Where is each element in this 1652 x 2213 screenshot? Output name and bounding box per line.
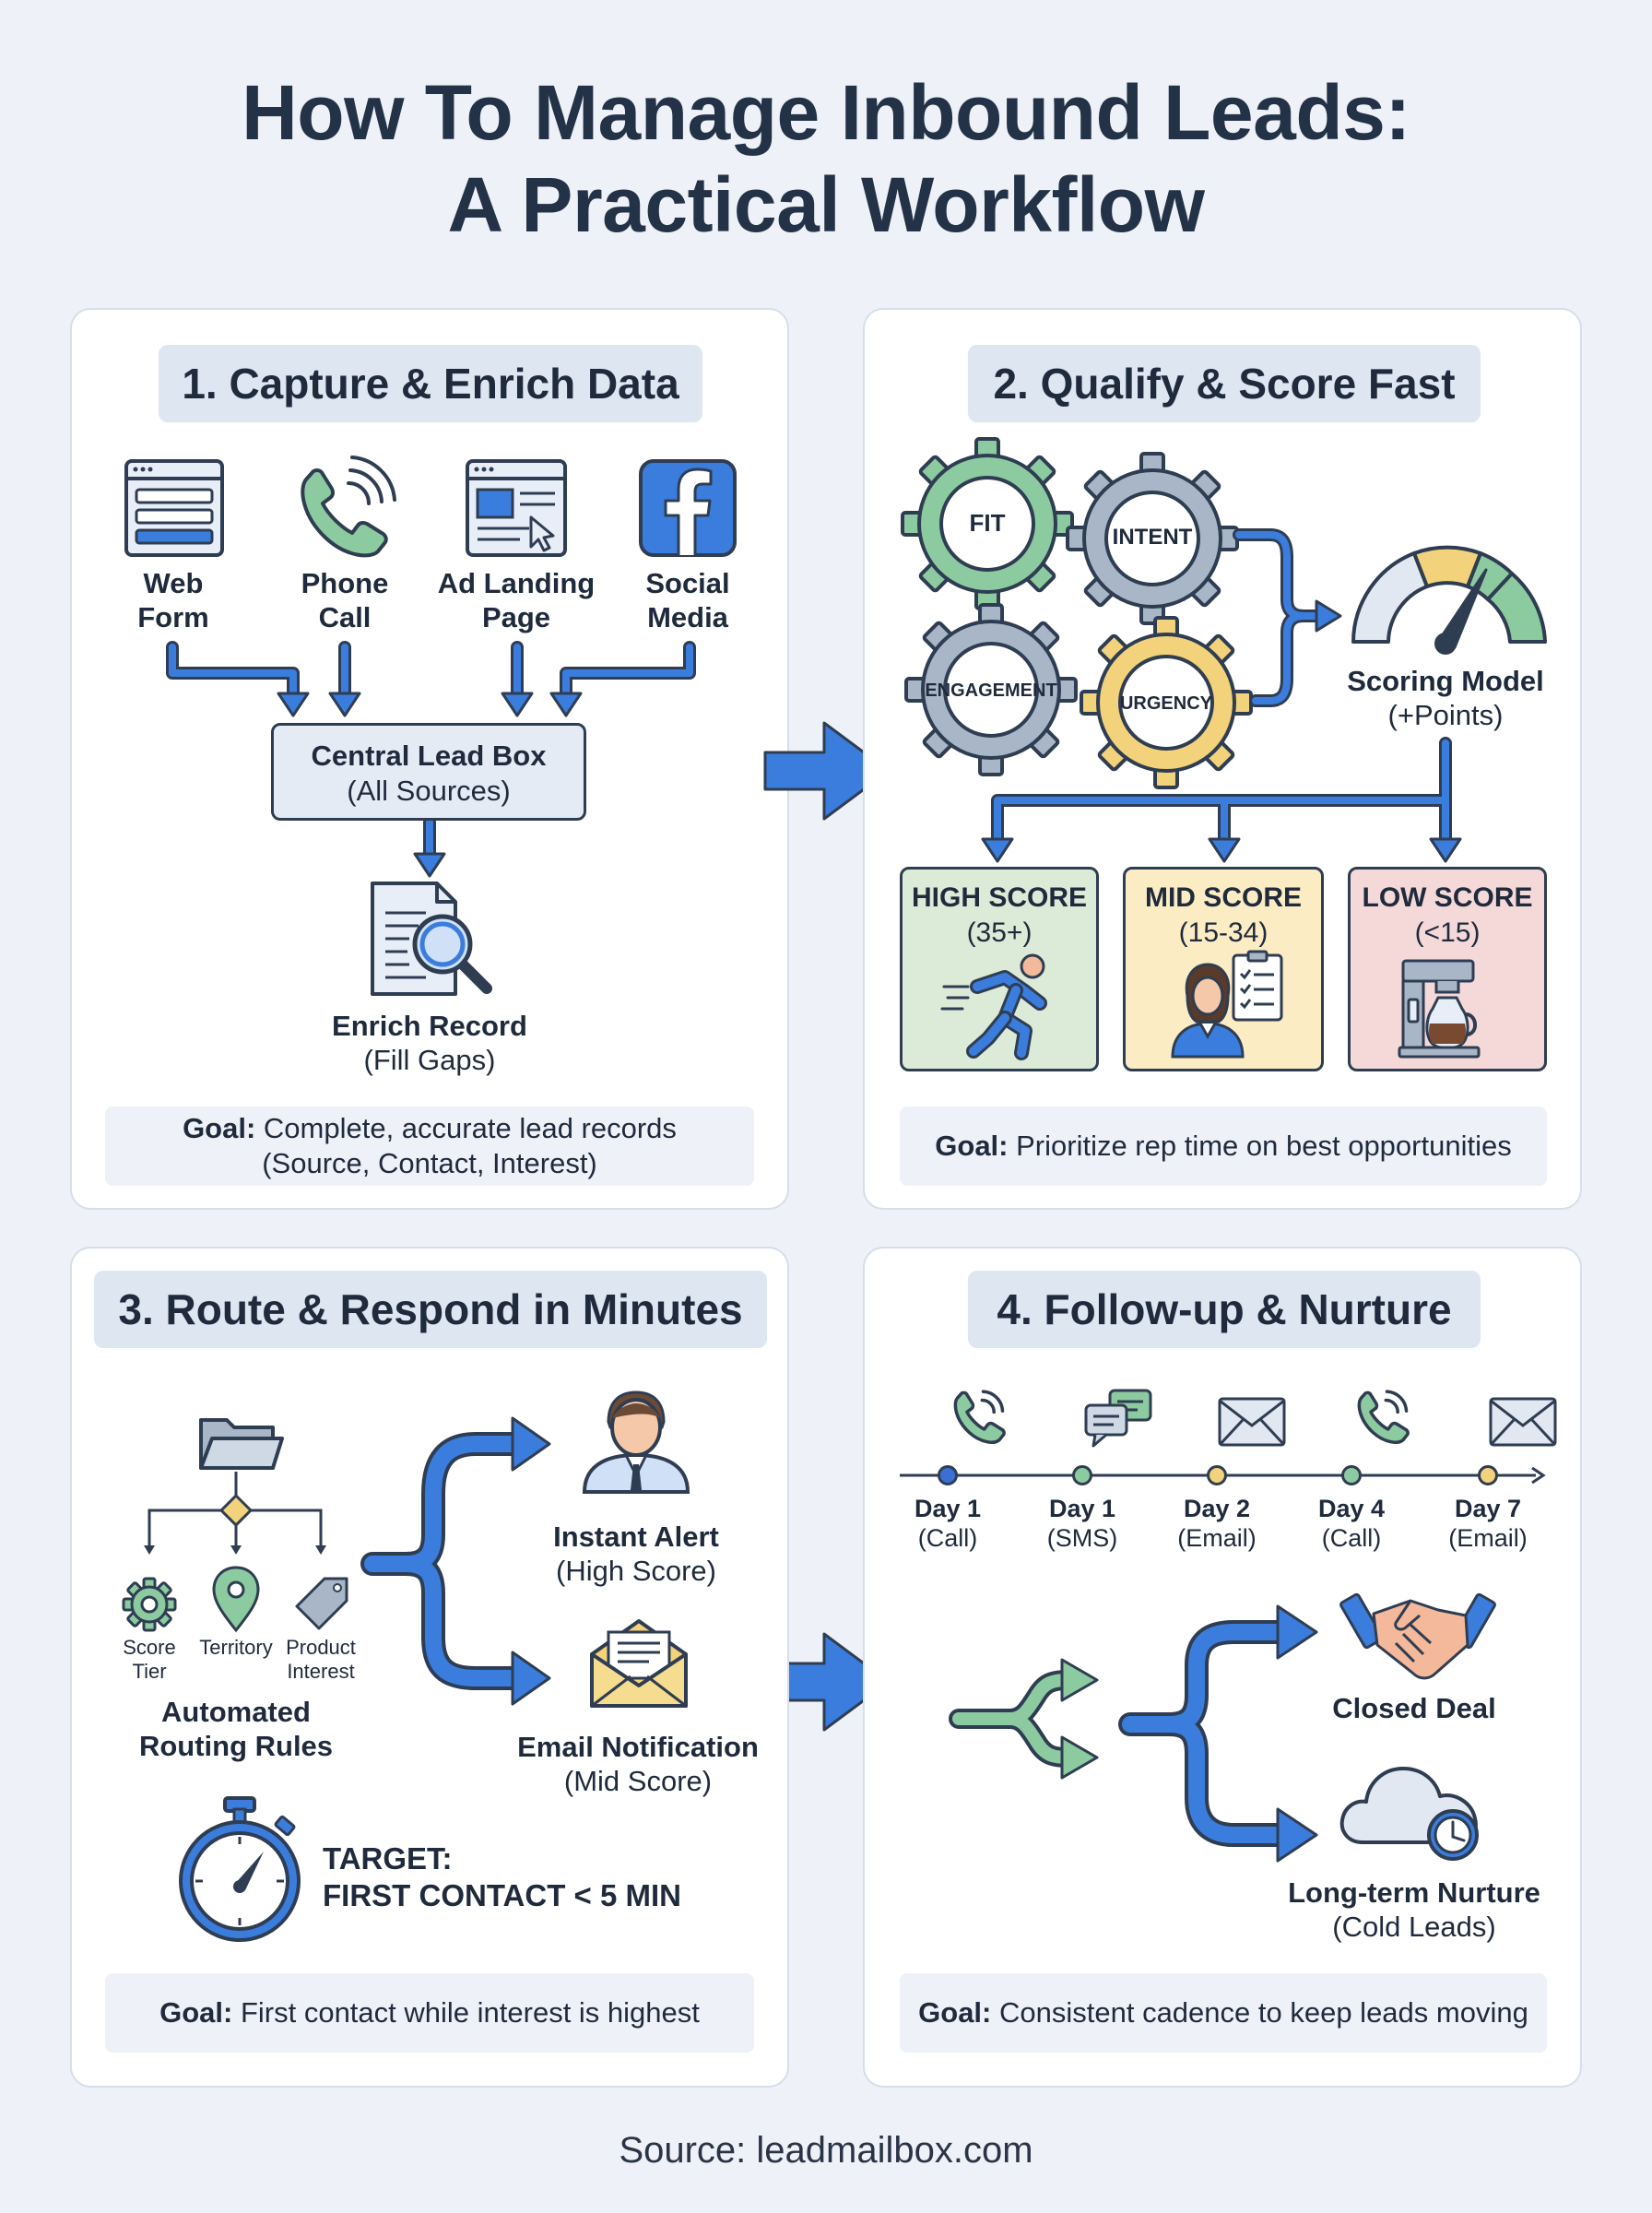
gear-label-engagement: ENGAGEMENT [925,680,1057,701]
goal-label: Goal: [935,1130,1009,1162]
timeline-dot [1072,1465,1092,1485]
coffee-maker-icon [1398,959,1481,1059]
timeline-type: (Call) [1321,1524,1382,1552]
timeline-day: Day 2 [1183,1495,1251,1522]
panel-4-title: 4. Follow-up & Nurture [968,1271,1481,1348]
goal-label: Goal: [159,1996,233,2029]
enrich-record-label: Enrich Record(Fill Gaps) [332,1010,527,1076]
timeline-label: Day 7(Email) [1423,1494,1552,1553]
split-arrow-icon [949,1658,1099,1780]
page-title: How To Manage Inbound Leads: A Practical… [0,66,1652,251]
source-credit: Source: leadmailbox.com [619,2130,1033,2171]
timeline-dot [1341,1465,1362,1485]
score-high-box: HIGH SCORE(35+) [900,867,1099,1071]
map-pin-icon [212,1566,260,1633]
closed-deal-label: Closed Deal [1332,1692,1496,1724]
panel-3-goal: Goal: First contact while interest is hi… [105,1973,754,2053]
timeline-day: Day 4 [1317,1495,1386,1522]
central-lead-box-title: Central Lead Box [311,740,547,772]
gear-engagement [904,603,1078,776]
long-term-nurture-label: Long-term Nurture(Cold Leads) [1288,1876,1540,1943]
person-avatar-icon [582,1391,690,1494]
gear-label-intent: INTENT [1112,525,1193,550]
timeline-dot [938,1465,958,1485]
timeline-dot [1478,1465,1498,1485]
timeline-label: Day 2(Email) [1152,1494,1281,1553]
target-first-contact: TARGET: FIRST CONTACT < 5 MIN [323,1841,681,1912]
timeline-day: Day 7 [1454,1495,1522,1522]
gear-intent [1066,452,1239,625]
cloud-clock-icon [1339,1767,1479,1861]
panel-2-title: 2. Qualify & Score Fast [968,345,1481,422]
gear-icon [122,1577,177,1632]
stopwatch-icon [179,1796,301,1942]
phone-icon [301,456,396,558]
timeline-dot [1207,1465,1227,1485]
timeline-label: Day 1(SMS) [1018,1494,1147,1553]
goal-text: First contact while interest is highest [232,1996,700,2029]
landing-page-icon [466,459,567,557]
email-envelope-icon [590,1619,688,1708]
goal-label: Goal: [918,1996,992,2029]
scoring-gauge-icon [1351,545,1547,655]
gear-label-fit: FIT [969,509,1006,537]
gear-fit [901,437,1074,610]
title-line-2: A Practical Workflow [447,161,1205,248]
facebook-icon [639,459,737,557]
timeline-label: Day 4(Call) [1287,1494,1416,1553]
timeline-day: Day 1 [1048,1495,1116,1522]
timeline-type: (Email) [1448,1524,1528,1552]
tag-icon [295,1577,348,1630]
panel-1-goal: Goal: Complete, accurate lead records (S… [105,1106,754,1186]
title-line-1: How To Manage Inbound Leads: [242,69,1410,156]
timeline-type: (Email) [1177,1524,1257,1552]
gear-urgency [1080,616,1253,789]
runner-icon [940,953,1047,1060]
goal-text: Prioritize rep time on best opportunitie… [1008,1130,1512,1162]
central-lead-box-sub: (All Sources) [347,775,511,807]
panel-1-title: 1. Capture & Enrich Data [159,345,702,422]
rule-territory: Territory [199,1636,273,1659]
panel-2-goal: Goal: Prioritize rep time on best opport… [900,1106,1547,1186]
web-form-icon [124,459,224,557]
gear-label-urgency: URGENCY [1119,693,1212,714]
panel-4-goal: Goal: Consistent cadence to keep leads m… [900,1973,1547,2053]
goal-text-2: (Source, Contact, Interest) [262,1147,597,1179]
email-notification-label: Email Notification(Mid Score) [517,1731,759,1797]
panel-followup-nurture [863,1247,1582,2088]
timeline-type: (SMS) [1046,1524,1118,1552]
folder-icon [199,1418,284,1470]
goal-label: Goal: [183,1112,256,1144]
central-lead-box: Central Lead Box (All Sources) [271,723,586,821]
big-arrow-1-2 [763,721,891,821]
score-mid-box: MID SCORE(15-34) [1123,867,1324,1071]
enrich-record-icon [371,882,492,996]
instant-alert-label: Instant Alert(High Score) [553,1521,719,1587]
timeline-type: (Call) [917,1524,978,1552]
person-clipboard-icon [1171,950,1283,1059]
goal-text: Consistent cadence to keep leads moving [991,1996,1528,2029]
goal-text: Complete, accurate lead records [255,1112,677,1144]
timeline-day: Day 1 [914,1495,982,1522]
scoring-model-label: Scoring Model(+Points) [1347,665,1544,731]
panel-3-title: 3. Route & Respond in Minutes [94,1271,767,1348]
handshake-icon [1339,1592,1496,1680]
timeline-label: Day 1(Call) [883,1494,1012,1553]
